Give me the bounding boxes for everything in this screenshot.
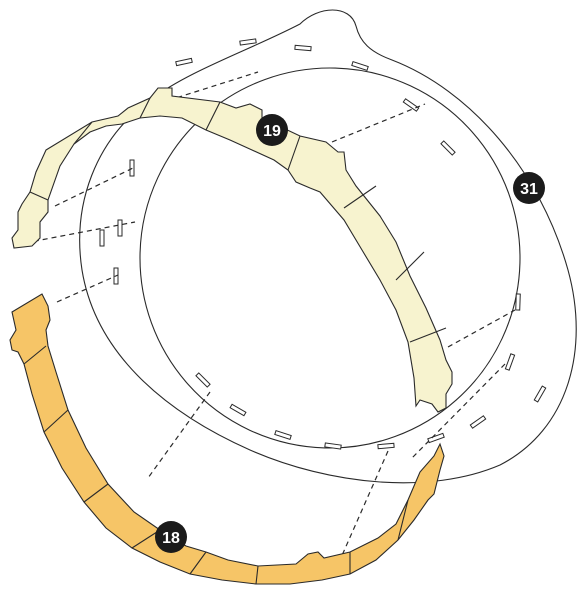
slot [504, 353, 516, 371]
fold-line [23, 345, 47, 365]
slot [402, 98, 420, 112]
fold-line [205, 101, 221, 131]
upper-strip-folds [29, 97, 447, 343]
slot [229, 403, 247, 417]
badge-31-circle [513, 172, 545, 204]
fold-line [83, 483, 109, 503]
slot [377, 442, 395, 450]
slot [175, 57, 193, 67]
slot [515, 293, 521, 311]
lower-strip-folds [23, 345, 409, 585]
fold-line [395, 251, 425, 281]
alignment-line [447, 309, 516, 348]
badge-18: 18 [155, 521, 187, 553]
badge-18-label: 18 [162, 530, 180, 547]
slot [440, 140, 456, 156]
slot [324, 442, 342, 450]
fold-line [131, 529, 161, 549]
alignment-line [24, 221, 136, 244]
base-ring [79, 9, 577, 484]
fold-line [43, 409, 69, 433]
lower-strip-body [9, 293, 445, 585]
slot [239, 38, 257, 46]
slot [427, 432, 445, 444]
badge-19: 19 [256, 114, 288, 146]
fold-line [189, 551, 207, 575]
fold-line [29, 191, 49, 201]
slot [533, 385, 547, 403]
slot [351, 60, 369, 72]
alignment-line [54, 167, 134, 207]
fold-line [343, 185, 377, 209]
alignment-line [411, 363, 506, 459]
base-ring-outer-edge [79, 9, 577, 484]
slot [99, 229, 105, 247]
fold-line [409, 327, 447, 343]
alignment-line [56, 274, 119, 303]
slot [195, 372, 211, 388]
slot [469, 415, 487, 429]
badge-19-label: 19 [263, 123, 281, 140]
badge-31: 31 [513, 172, 545, 204]
base-ring-inner-edge [139, 67, 521, 449]
badge-19-circle [256, 114, 288, 146]
upper-strip [11, 87, 453, 413]
fold-line [287, 135, 301, 171]
alignment-line [331, 103, 426, 143]
fold-line [255, 565, 259, 585]
alignment-line [339, 450, 389, 561]
fold-line [73, 121, 93, 145]
badge-31-label: 31 [520, 181, 538, 198]
lower-strip [9, 293, 445, 585]
upper-strip-body [11, 87, 453, 413]
slot [294, 44, 312, 52]
base-ring-slots [99, 38, 547, 450]
fold-line [397, 499, 409, 541]
badge-18-circle [155, 521, 187, 553]
slot [274, 429, 292, 441]
alignment-line [147, 391, 211, 479]
slot [117, 219, 123, 237]
fold-line [139, 97, 151, 119]
